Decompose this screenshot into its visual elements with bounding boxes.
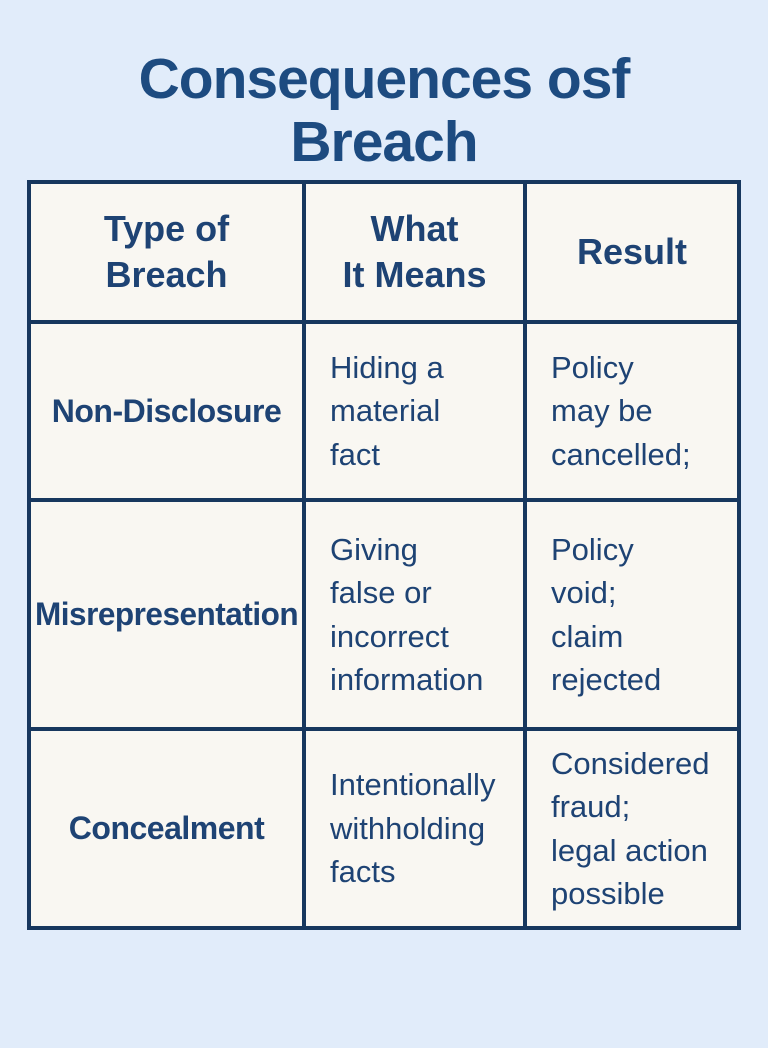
- breach-type-label: Concealment: [68, 810, 265, 846]
- header-cell-what-it-means: What It Means: [306, 184, 523, 320]
- header-cell-result: Result: [527, 184, 737, 320]
- breach-type-label: Misrepresentation: [34, 596, 299, 632]
- row-result-cell: Considered fraud; legal action possible: [527, 731, 737, 926]
- header-label: Type of Breach: [103, 208, 230, 295]
- row-type-cell: Misrepresentation: [31, 502, 302, 727]
- header-label: What It Means: [342, 208, 487, 295]
- header-label: Result: [576, 231, 688, 273]
- row-meaning-cell: Intentionally withholding facts: [306, 731, 523, 926]
- row-type-cell: Concealment: [31, 731, 302, 926]
- row-type-cell: Non-Disclosure: [31, 324, 302, 498]
- breach-type-label: Non-Disclosure: [51, 392, 282, 429]
- meaning-text: Intentionally withholding facts: [330, 767, 496, 890]
- meaning-text: Giving false or incorrect information: [330, 531, 484, 697]
- meaning-text: Hiding a material fact: [330, 349, 444, 472]
- page-title: Consequences osf Breach: [138, 47, 631, 175]
- breach-table: Type of Breach What It Means Result Non-…: [27, 180, 741, 930]
- result-text: Considered fraud; legal action possible: [551, 745, 710, 911]
- result-text: Policy void; claim rejected: [551, 531, 662, 697]
- row-meaning-cell: Giving false or incorrect information: [306, 502, 523, 727]
- result-text: Policy may be cancelled;: [551, 349, 691, 472]
- header-cell-type-of-breach: Type of Breach: [31, 184, 302, 320]
- row-result-cell: Policy void; claim rejected: [527, 502, 737, 727]
- row-result-cell: Policy may be cancelled;: [527, 324, 737, 498]
- row-meaning-cell: Hiding a material fact: [306, 324, 523, 498]
